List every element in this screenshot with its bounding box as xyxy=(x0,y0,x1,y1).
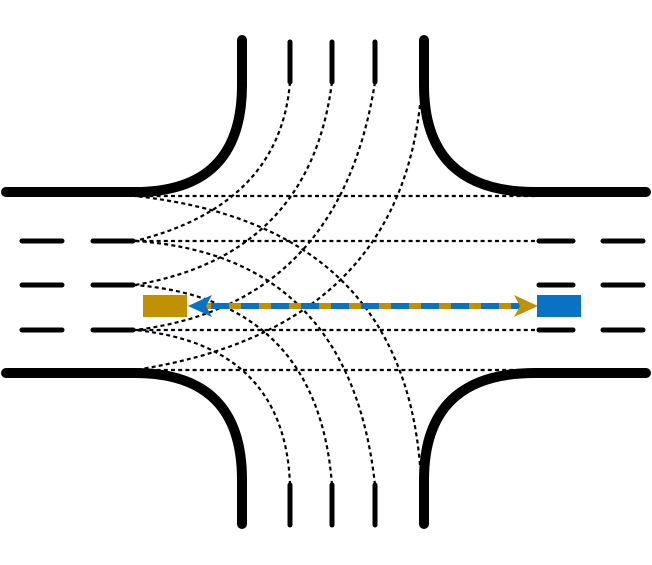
curb-bottom-right xyxy=(419,368,651,529)
turn-path xyxy=(134,81,292,243)
turn-path xyxy=(134,328,292,486)
turn-path xyxy=(134,81,377,332)
curb-bottom-left xyxy=(1,368,247,529)
lane-markings xyxy=(19,39,646,528)
curb-top-left xyxy=(1,35,247,197)
turn-path xyxy=(134,194,422,466)
turn-path xyxy=(134,283,334,486)
vehicle-b xyxy=(537,295,581,317)
vehicle-a xyxy=(143,295,187,317)
turn-path xyxy=(134,239,377,486)
arrow-head-west-icon xyxy=(188,295,212,317)
arrow-head-east-icon xyxy=(514,295,538,317)
curbs xyxy=(1,35,651,529)
curb-top-right xyxy=(419,35,651,197)
turn-path xyxy=(134,104,422,372)
movement-paths xyxy=(134,81,535,486)
turn-path xyxy=(134,81,334,287)
